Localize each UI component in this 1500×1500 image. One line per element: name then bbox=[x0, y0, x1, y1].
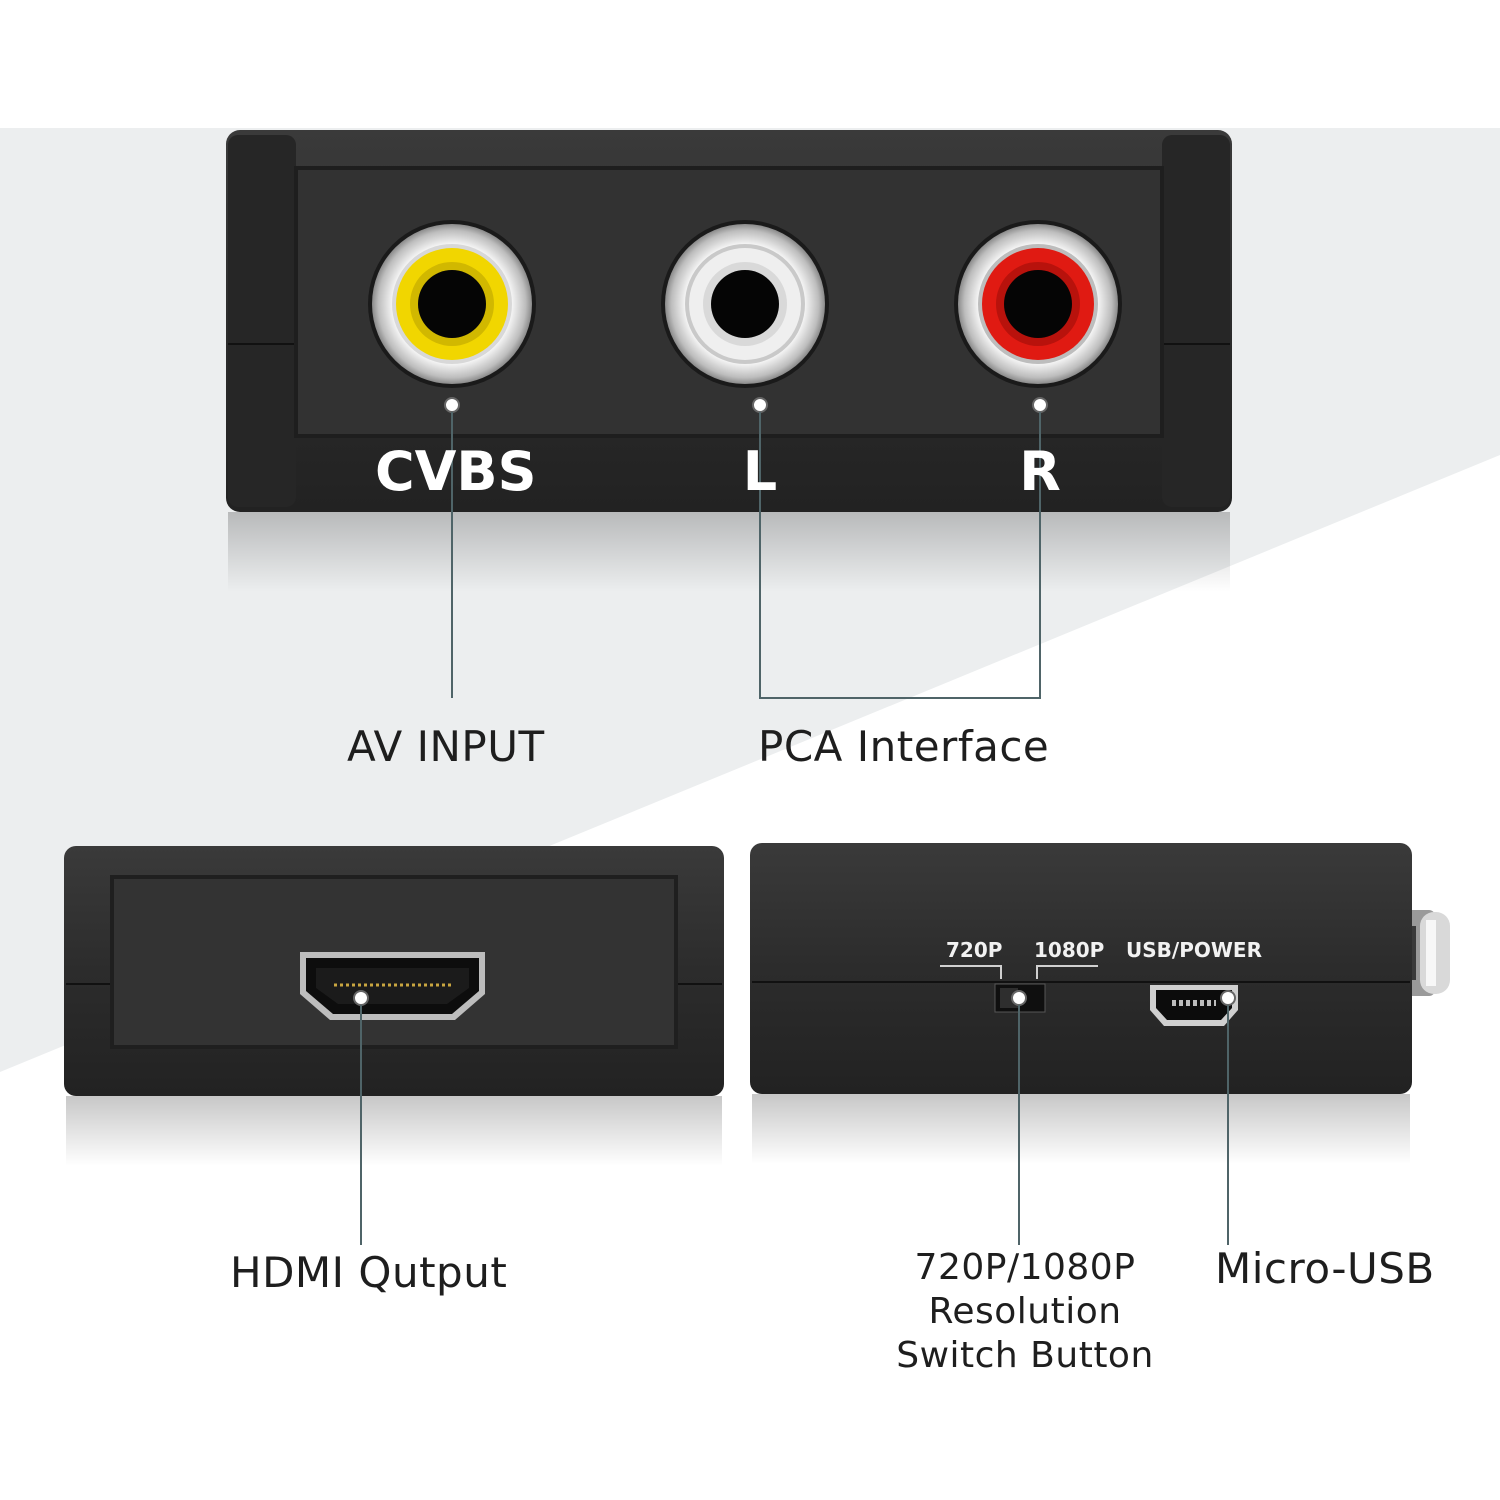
hdmi-port-icon bbox=[300, 952, 485, 1020]
cvbs-port-label: CVBS bbox=[375, 440, 537, 503]
bottom-left-device-shadow bbox=[66, 1096, 722, 1166]
top-device bbox=[226, 130, 1232, 592]
cvbs-pointer-dot bbox=[444, 397, 460, 413]
pca-interface-callout: PCA Interface bbox=[758, 722, 1050, 771]
bottom-right-device bbox=[750, 843, 1450, 1164]
cvbs-jack bbox=[368, 220, 536, 388]
l-port-label: L bbox=[742, 440, 778, 503]
top-device-shadow bbox=[228, 512, 1230, 592]
l-pointer-dot bbox=[752, 397, 768, 413]
switch-pointer-dot bbox=[1011, 990, 1027, 1006]
switch-1080p-label: 1080P bbox=[1034, 938, 1105, 962]
r-pointer-dot bbox=[1032, 397, 1048, 413]
audio-right-jack bbox=[954, 220, 1122, 388]
bottom-left-device bbox=[64, 846, 724, 1166]
switch-callout-line1: 720P/1080P bbox=[914, 1247, 1136, 1288]
top-device-right-edge bbox=[1162, 135, 1230, 507]
usb-pointer-dot bbox=[1220, 990, 1236, 1006]
hdmi-output-callout: HDMI Qutput bbox=[230, 1248, 508, 1297]
r-port-label: R bbox=[1019, 440, 1061, 503]
bottom-right-device-shadow bbox=[752, 1094, 1410, 1164]
av-input-callout: AV INPUT bbox=[347, 722, 545, 771]
top-device-left-edge bbox=[228, 135, 296, 507]
switch-callout-line2: Resolution bbox=[928, 1291, 1122, 1332]
micro-usb-port-icon bbox=[1150, 985, 1238, 1026]
switch-callout: 720P/1080P Resolution Switch Button bbox=[880, 1246, 1170, 1378]
micro-usb-callout: Micro-USB bbox=[1215, 1244, 1435, 1293]
usb-power-label: USB/POWER bbox=[1126, 938, 1262, 962]
switch-720p-label: 720P bbox=[946, 938, 1003, 962]
hdmi-pointer-dot bbox=[353, 990, 369, 1006]
pca-leader-line bbox=[759, 412, 1041, 699]
switch-callout-line3: Switch Button bbox=[896, 1335, 1154, 1376]
bottom-right-device-body bbox=[750, 843, 1412, 1094]
audio-left-jack bbox=[661, 220, 829, 388]
